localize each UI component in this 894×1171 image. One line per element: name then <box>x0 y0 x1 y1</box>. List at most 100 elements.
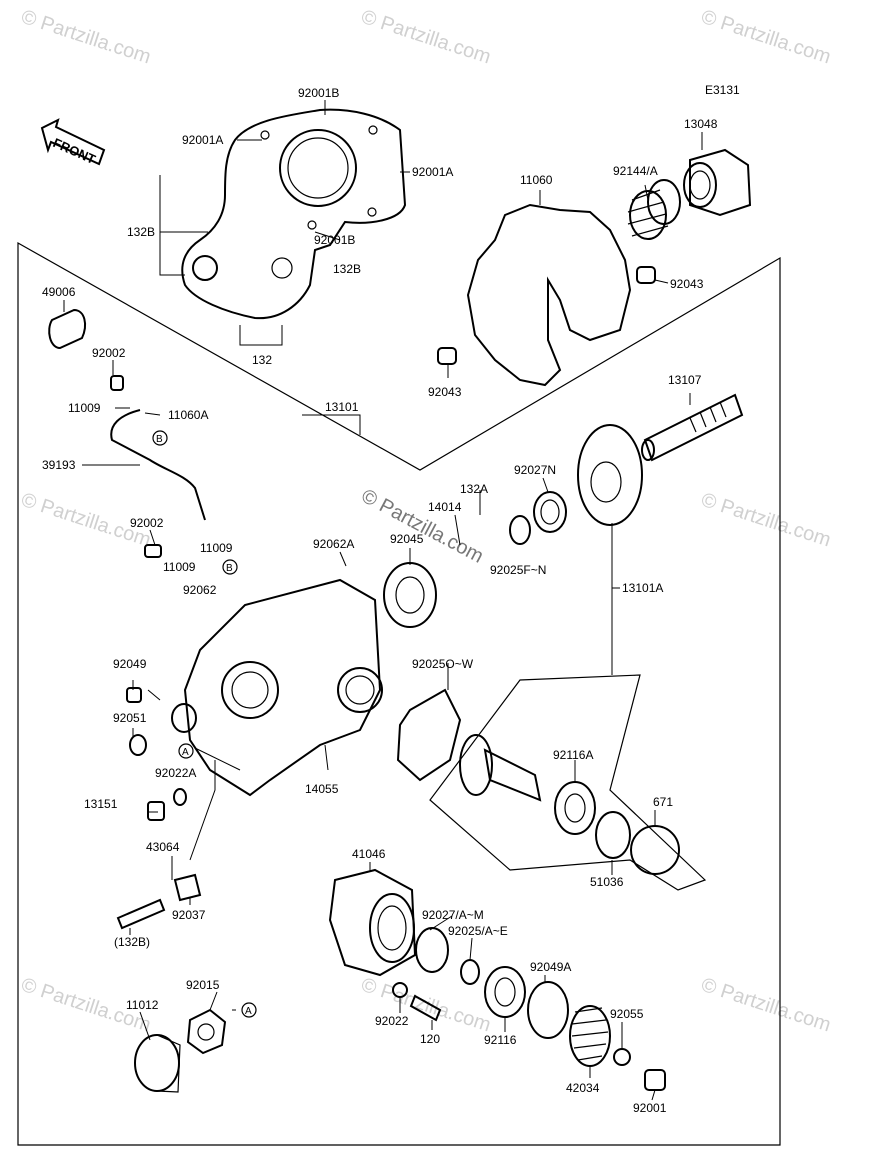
callout-label: 41046 <box>352 847 386 861</box>
callout-label: 14055 <box>305 782 339 796</box>
callout-label: 120 <box>420 1032 440 1046</box>
breather-pipe <box>110 409 206 521</box>
front-arrow: FRONT <box>40 118 106 167</box>
nut <box>186 1008 227 1055</box>
callout-label: 92045 <box>390 532 424 546</box>
watermark: © Partzilla.com <box>18 6 153 69</box>
callout-label: 43064 <box>146 840 180 854</box>
reference-marker-a <box>178 743 194 759</box>
seal <box>527 981 569 1039</box>
callout-label: 11060A <box>168 408 208 422</box>
callout-label: 92043 <box>428 385 462 399</box>
callout-label: 92022 <box>375 1014 409 1028</box>
callout-label: (132B) <box>114 935 150 949</box>
callout-label: 92051 <box>113 711 147 725</box>
bolt <box>147 801 165 821</box>
shim <box>509 515 531 545</box>
callout-label: 132B <box>333 262 361 276</box>
gasket <box>396 688 462 782</box>
callout-label: 11012 <box>126 998 159 1012</box>
callout-label: 11060 <box>520 173 553 187</box>
bearing <box>554 781 596 835</box>
callout-label: 92025F~N <box>490 563 546 577</box>
callout-label: 92027/A~M <box>422 908 484 922</box>
pinion-housing <box>328 868 417 977</box>
callout-label: 49006 <box>42 285 76 299</box>
callout-label: B <box>226 563 233 574</box>
callout-label: A <box>245 1006 252 1017</box>
callout-label: B <box>156 434 163 445</box>
bolt <box>144 544 162 558</box>
callout-label: 92022A <box>155 766 196 780</box>
callout-label: 13151 <box>84 797 118 811</box>
callout-label: 39193 <box>42 458 76 472</box>
pinion-gear <box>459 734 542 802</box>
bearing <box>484 966 526 1018</box>
callout-label: 132 <box>252 353 272 367</box>
callout-label: 42034 <box>566 1081 600 1095</box>
bolt <box>409 994 442 1022</box>
callout-label: 51036 <box>590 875 624 889</box>
callout-label: 13048 <box>684 117 718 131</box>
watermark: © Partzilla.com <box>698 489 833 552</box>
washer <box>129 734 147 756</box>
assembly-frame <box>17 241 781 1146</box>
yoke <box>683 148 752 217</box>
callout-label: 92062 <box>183 583 217 597</box>
callout-label: 92002 <box>130 516 164 530</box>
gasket <box>466 203 632 387</box>
o-ring <box>613 1048 631 1066</box>
plug <box>126 687 142 703</box>
reference-marker-b <box>222 559 238 575</box>
clamp <box>173 873 202 902</box>
callout-label: 92037 <box>172 908 206 922</box>
bushing <box>636 266 656 284</box>
callout-label: 92049 <box>113 657 147 671</box>
callout-label: 11009 <box>163 560 196 574</box>
watermark: © Partzilla.com <box>358 6 493 69</box>
front-label: FRONT <box>51 135 98 167</box>
cap <box>48 308 87 350</box>
callout-label: 13101 <box>325 400 359 414</box>
bearing <box>533 491 567 533</box>
callout-label: 92144/A <box>613 164 658 178</box>
callout-label: 92055 <box>610 1007 644 1021</box>
reference-marker-a <box>241 1002 257 1018</box>
callout-label: 92027N <box>514 463 556 477</box>
callout-label: 11009 <box>200 541 233 555</box>
bearing-race <box>415 927 449 973</box>
bushing <box>437 347 457 365</box>
callout-label: 92015 <box>186 978 220 992</box>
callout-label: 92001B <box>298 86 339 100</box>
callout-label: 671 <box>653 795 673 809</box>
bolt <box>116 898 166 930</box>
callout-label: 92025O~W <box>412 657 474 671</box>
callout-label: 92116 <box>484 1033 517 1047</box>
callout-label: 13101A <box>622 581 663 595</box>
watermark: © Partzilla.com <box>698 974 833 1037</box>
callout-label: 92116A <box>553 748 593 762</box>
seal <box>171 703 197 733</box>
seal <box>595 811 631 859</box>
center-watermark: © Partzilla.com <box>358 485 487 568</box>
callout-label: 92043 <box>670 277 704 291</box>
callout-label: 14014 <box>428 500 462 514</box>
callout-label: 92002 <box>92 346 126 360</box>
callout-label: 92001B <box>314 233 355 247</box>
callout-label: 13107 <box>668 373 702 387</box>
diagram-code: E3131 <box>705 83 740 97</box>
watermark: © Partzilla.com <box>698 6 833 69</box>
spring <box>627 179 681 240</box>
callout-label: 11009 <box>68 401 101 415</box>
gear <box>569 1005 611 1067</box>
sub-assembly-frame <box>429 674 707 891</box>
callout-label: 92001 <box>633 1101 667 1115</box>
cover-plate <box>181 108 407 320</box>
callout-label: 92001A <box>412 165 453 179</box>
callout-label: 92025/A~E <box>448 924 508 938</box>
reference-marker-b <box>152 430 168 446</box>
bolt <box>110 375 124 391</box>
bearing <box>383 562 437 628</box>
callout-label: A <box>182 747 189 758</box>
